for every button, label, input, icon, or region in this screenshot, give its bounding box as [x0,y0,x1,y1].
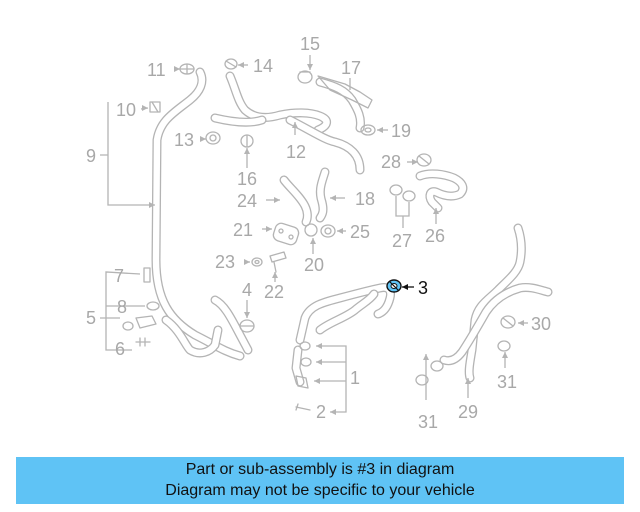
banner-line-disclaimer: Diagram may not be specific to your vehi… [165,482,475,499]
gasket-21 [272,222,300,246]
clamp-16 [240,134,254,148]
callout-6: 6 [115,339,125,359]
callout-11: 11 [147,60,166,80]
callout-3: 3 [418,278,428,298]
callout-12: 12 [286,142,306,162]
part-3-highlighted [386,279,402,293]
fitting-5 [122,315,157,331]
callout-31-bottom: 31 [418,412,438,432]
callout-16: 16 [237,169,257,189]
clamp-30 [500,315,516,329]
bolt-6 [135,337,151,347]
callout-19: 19 [391,121,411,141]
callout-27: 27 [392,231,412,251]
callout-25: 25 [350,222,370,242]
leader-lines [100,55,528,413]
clip-7 [143,267,151,283]
callout-1: 1 [350,368,360,388]
callout-31-right: 31 [497,372,517,392]
callout-17: 17 [341,58,361,78]
clamp-20 [304,223,318,237]
callout-18: 18 [355,189,375,209]
callout-7: 7 [114,266,124,286]
fittings-1 [295,341,312,389]
clamp-27a [389,184,403,196]
callout-2: 2 [316,402,326,422]
callout-29: 29 [458,402,478,422]
clamp-28 [416,153,432,167]
callout-24: 24 [237,191,257,211]
callout-13: 13 [174,130,194,150]
callout-26: 26 [425,226,445,246]
callout-20: 20 [304,255,324,275]
clamp-19 [360,124,376,136]
clamp-27b [402,190,416,202]
callout-23: 23 [215,252,235,272]
callout-9: 9 [86,146,96,166]
clamp-10 [149,101,161,113]
clamp-31a [415,360,444,386]
clamp-4 [239,319,255,333]
arrowheads [142,62,524,415]
clamp-25 [320,224,336,238]
callout-5: 5 [86,308,96,328]
washer-8 [146,301,160,311]
callout-15: 15 [300,34,320,54]
callout-4: 4 [242,280,252,300]
callout-22: 22 [264,282,284,302]
washer-23 [251,257,263,267]
bolt-22 [269,251,287,273]
bracket-17 [317,75,373,109]
callout-8: 8 [117,297,127,317]
clamp-13 [205,131,221,145]
callout-14: 14 [253,56,273,76]
callout-21: 21 [233,220,253,240]
clamps-and-fittings [122,58,516,411]
callout-10: 10 [116,100,136,120]
parts-diagram: 1 2 3 4 5 6 7 8 9 10 11 12 13 14 15 16 1… [86,34,553,432]
callout-numbers: 1 2 3 4 5 6 7 8 9 10 11 12 13 14 15 16 1… [86,34,551,432]
callout-30: 30 [531,314,551,334]
info-banner: Part or sub-assembly is #3 in diagram Di… [16,457,624,504]
banner-line-part: Part or sub-assembly is #3 in diagram [185,461,455,478]
bolt-2 [295,403,311,411]
callout-28: 28 [381,152,401,172]
clamp-31b [497,340,511,352]
clamp-11 [179,63,195,75]
clamp-14 [224,58,238,70]
clamp-15 [297,70,313,84]
